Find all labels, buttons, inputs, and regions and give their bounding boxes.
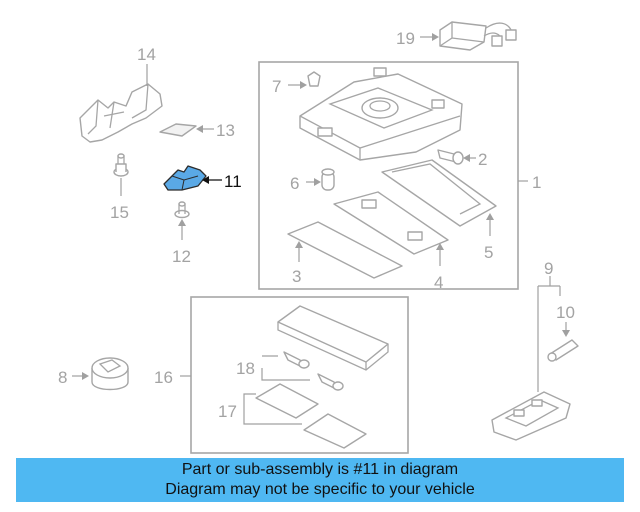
label-5: 5 [484,243,493,262]
part-15-screw [113,153,129,177]
parts-diagram: 14 13 15 11 12 19 1 [58,21,579,454]
part-6-bulb [321,168,335,191]
arrow-8 [82,372,89,380]
arrow-19 [432,33,439,41]
label-13: 13 [216,121,235,140]
label-11: 11 [224,172,242,191]
arrow-4 [436,243,444,250]
label-15: 15 [110,203,129,222]
label-19: 19 [396,29,415,48]
part-18-bulb-b [317,373,344,391]
arrow-12 [178,219,186,226]
label-12: 12 [172,247,191,266]
label-2: 2 [478,150,487,169]
arrow-2 [463,154,470,162]
label-16: 16 [154,368,173,387]
leader-18 [261,355,310,381]
info-banner: Part or sub-assembly is #11 in diagram D… [16,458,624,502]
label-7: 7 [272,77,281,96]
label-8: 8 [58,368,67,387]
banner-line-2: Diagram may not be specific to your vehi… [165,481,475,498]
part-2-screw [437,149,464,165]
label-10: 10 [556,303,575,322]
arrow-5 [486,213,494,220]
arrow-6 [314,178,321,186]
label-17: 17 [218,402,237,421]
part-14-bracket [79,83,163,143]
part-18-bulb-a [283,351,310,369]
part-11-clip [163,165,207,191]
arrow-7 [300,81,307,89]
part-17-pad-a [255,383,319,419]
part-17-pad-b [303,413,367,449]
arrow-3 [295,241,303,248]
part-10-bulb [547,339,579,362]
part-7-clip [307,71,321,87]
label-14: 14 [137,45,156,64]
part-9-lamp [491,391,571,441]
leader-9 [537,276,561,392]
part-16-lens [277,305,389,371]
part-8-knob [91,357,129,391]
leader-17 [243,393,302,425]
arrow-11 [202,176,209,184]
arrow-13 [196,125,203,133]
part-5-panel [381,159,497,227]
part-13-pad [159,123,197,137]
part-3-pad [287,221,403,279]
part-12-screw [174,201,190,219]
part-console-housing [299,67,463,161]
label-6: 6 [290,174,299,193]
label-18: 18 [236,359,255,378]
label-3: 3 [292,267,301,286]
arrow-10 [562,330,570,337]
banner-line-1: Part or sub-assembly is #11 in diagram [181,461,459,478]
part-19-connector [439,21,517,51]
group-box-1 [258,61,519,290]
label-1: 1 [532,173,541,192]
group-box-16 [190,296,409,454]
part-4-lens [333,191,449,255]
label-4: 4 [434,273,443,292]
label-9: 9 [544,259,553,278]
